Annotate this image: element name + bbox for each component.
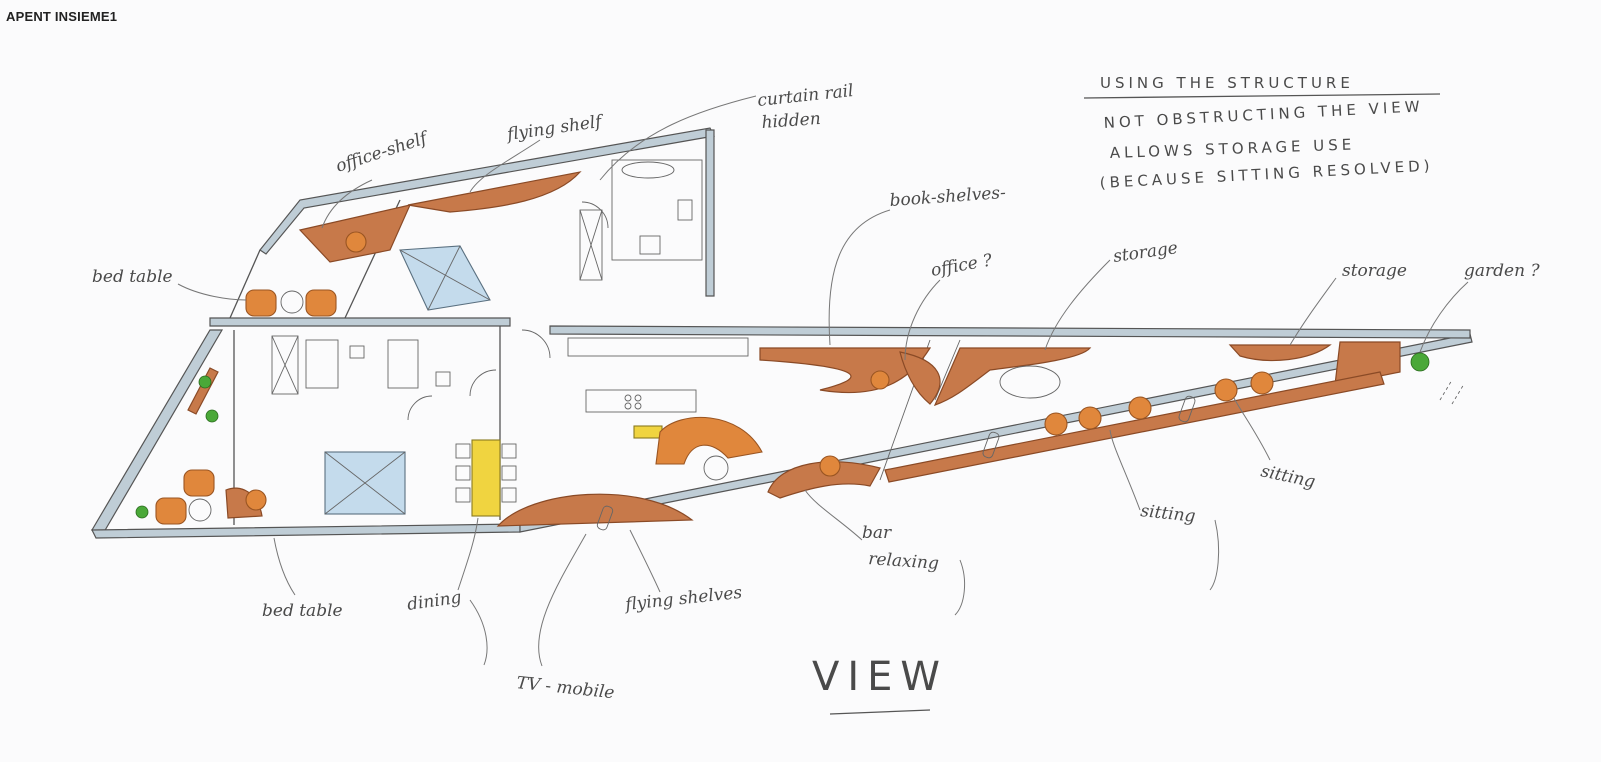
leader-sitting-mid	[1109, 429, 1141, 511]
leader-relaxing-tail	[954, 559, 966, 616]
leader-office	[904, 279, 941, 361]
sitting-bench-long	[884, 371, 1385, 483]
wall-partition-2	[229, 249, 261, 319]
label-view: VIEW	[812, 654, 948, 700]
note-line-2: NOT OBSTRUCTING THE VIEW	[1103, 97, 1424, 132]
label-relaxing: relaxing	[868, 549, 940, 574]
label-office: office ?	[929, 250, 994, 281]
kitchen-cabinets	[567, 337, 749, 357]
note-line-4: (BECAUSE SITTING RESOLVED)	[1099, 157, 1434, 192]
seat-office	[345, 231, 367, 253]
label-storage-mid: storage	[1112, 238, 1179, 267]
label-bed-table-bottom: bed table	[262, 601, 343, 621]
leader-bed-table-top	[177, 283, 247, 301]
bar-relaxing	[767, 461, 881, 499]
label-book-shelves: book-shelves-	[889, 183, 1007, 211]
label-office-shelf: office-shelf	[333, 128, 432, 177]
leader-office-shelf	[321, 179, 373, 229]
label-storage-right: storage	[1342, 261, 1407, 281]
note-underline	[1083, 93, 1441, 99]
door-swing-1	[521, 329, 551, 359]
door-swing-4	[581, 201, 609, 229]
leader-bed-table-bottom	[273, 537, 296, 596]
note-line-1: USING THE STRUCTURE	[1100, 74, 1354, 92]
coffee-table	[703, 455, 729, 481]
seat-6	[1044, 412, 1068, 436]
seat-7	[1078, 406, 1102, 430]
leader-dining	[457, 517, 479, 591]
flying-shelf-upper	[407, 171, 582, 213]
leader-tv	[538, 533, 587, 667]
leader-book-shelves	[828, 209, 891, 346]
label-sitting-right: sitting	[1259, 461, 1317, 492]
label-curtain-rail: curtain rail	[756, 81, 854, 111]
plant-left-3	[135, 505, 149, 519]
leader-sitting-tail	[1209, 519, 1220, 591]
leader-storage-right	[1289, 277, 1337, 346]
kitchen-counter	[633, 425, 663, 439]
leader-flying-shelves	[629, 529, 661, 593]
plant-left-2	[205, 409, 219, 423]
wall-north-living	[549, 325, 1471, 339]
flying-shelves-tv	[496, 493, 694, 527]
round-rug	[999, 365, 1061, 399]
leader-sitting-right	[1233, 397, 1271, 461]
label-dining: dining	[406, 588, 463, 615]
label-bar: bar	[862, 523, 892, 543]
storage-shelf-mid	[933, 347, 1092, 407]
wardrobe-1	[271, 335, 299, 395]
seat-8	[1128, 396, 1152, 420]
armchair-3	[183, 469, 215, 497]
sofa-curved	[655, 416, 763, 465]
wall-left-bottom	[91, 523, 521, 539]
shower-1	[305, 339, 339, 389]
label-flying-shelves: flying shelves	[622, 583, 743, 615]
seat-5	[245, 489, 267, 511]
sheet-title: APENT INSIEME1	[6, 9, 118, 24]
shower-2	[387, 339, 419, 389]
dining-table	[471, 439, 501, 517]
note-line-3: ALLOWS STORAGE USE	[1110, 135, 1356, 162]
seat-10	[1250, 371, 1274, 395]
wall-upper-right	[705, 129, 715, 297]
bathtub	[621, 161, 675, 179]
label-curtain-hidden: hidden	[761, 109, 821, 133]
armchair-1	[245, 289, 277, 317]
wardrobe-2	[579, 209, 603, 281]
label-garden: garden ?	[1464, 261, 1540, 281]
bar-stool-1	[819, 455, 841, 477]
office-corner-shelf	[899, 351, 941, 405]
armchair-4	[155, 497, 187, 525]
label-bed-table-top: bed table	[92, 267, 173, 287]
door-swing-3	[469, 369, 497, 397]
side-table-1	[280, 290, 304, 314]
seat-9	[1214, 378, 1238, 402]
leader-curtain	[599, 95, 757, 181]
leader-storage-mid	[1044, 259, 1111, 351]
plant-left-1	[198, 375, 212, 389]
leader-bar	[804, 489, 863, 541]
storage-box-right	[1334, 341, 1401, 386]
office-chair	[870, 370, 890, 390]
leader-dining-tail	[469, 599, 488, 666]
side-table-2	[188, 498, 212, 522]
bed-upper	[399, 245, 491, 311]
storage-shelf-right	[1228, 344, 1332, 362]
bathroom	[611, 159, 703, 261]
armchair-2	[305, 289, 337, 317]
label-tv-mobile: TV - mobile	[515, 673, 615, 703]
door-swing-2	[407, 395, 433, 421]
leader-garden	[1419, 281, 1469, 353]
kitchen-island	[585, 389, 697, 413]
label-flying-shelf: flying shelf	[504, 112, 606, 146]
leader-flying-shelf	[469, 139, 541, 193]
view-underline	[829, 709, 931, 715]
wall-north-bedroom	[209, 317, 511, 327]
plant-garden	[1410, 352, 1430, 372]
label-sitting-mid: sitting	[1139, 501, 1196, 527]
